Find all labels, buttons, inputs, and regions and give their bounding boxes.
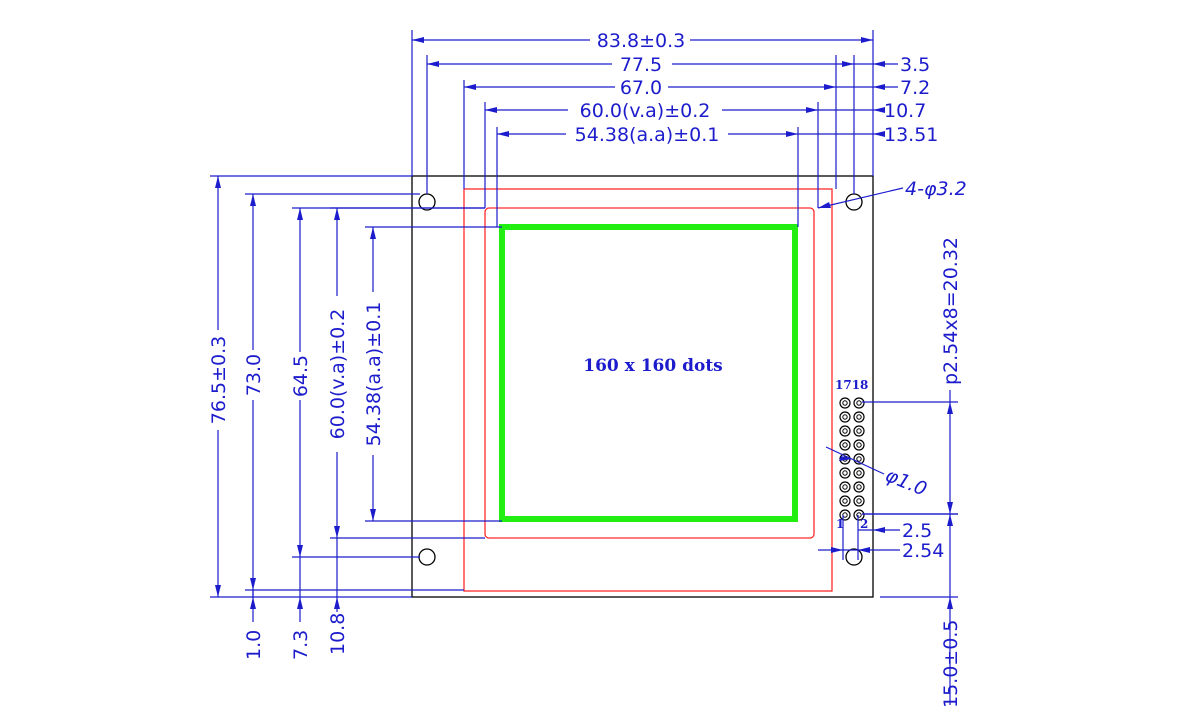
svg-text:2.5: 2.5 — [902, 520, 932, 542]
dim-view-area-width: 60.0(v.a)±0.2 — [485, 100, 818, 122]
dim-offset-aa: 13.51 — [798, 124, 938, 146]
pin-hole — [856, 498, 862, 504]
pin-hole — [856, 442, 862, 448]
svg-text:54.38(a.a)±0.1: 54.38(a.a)±0.1 — [363, 302, 385, 447]
pin-pad — [853, 453, 865, 465]
pin-pad — [839, 467, 851, 479]
pin-hole — [842, 414, 848, 420]
pin-hole — [842, 442, 848, 448]
dim-offset-bottom-hole: 1.0 — [243, 590, 265, 660]
module-outline — [411, 175, 874, 598]
dim-offset-bottom-va: 10.8 — [327, 538, 349, 655]
dim-view-area-height: 60.0(v.a)±0.2 — [327, 208, 349, 538]
pin-hole — [842, 428, 848, 434]
pin-pad — [853, 509, 865, 521]
svg-text:83.8±0.3: 83.8±0.3 — [597, 30, 685, 52]
dim-bezel-width: 67.0 — [464, 77, 836, 99]
pin-hole — [856, 470, 862, 476]
pin-pad — [839, 495, 851, 507]
dim-offset-bezel: 7.2 — [836, 77, 930, 99]
pin-pad — [853, 467, 865, 479]
svg-text:7.3: 7.3 — [290, 630, 312, 660]
pin-pad — [853, 439, 865, 451]
center-label: 160 x 160 dots — [583, 356, 723, 376]
pin-pad — [839, 411, 851, 423]
svg-text:1.0: 1.0 — [243, 630, 265, 660]
dim-pin-spacing: 2.5 — [858, 520, 932, 542]
bezel-frame — [463, 188, 833, 592]
pin-hole — [856, 414, 862, 420]
svg-text:13.51: 13.51 — [884, 124, 938, 146]
pin-hole — [842, 400, 848, 406]
pin-pad — [853, 481, 865, 493]
left-extension-lines — [210, 175, 502, 598]
svg-text:2.54: 2.54 — [902, 540, 944, 562]
pin-hole — [856, 484, 862, 490]
pin-hole — [856, 512, 862, 518]
dim-overall-height: 76.5±0.3 — [208, 176, 230, 597]
svg-text:76.5±0.3: 76.5±0.3 — [208, 336, 230, 424]
mounting-hole-bl — [418, 548, 436, 566]
pin-pad — [853, 397, 865, 409]
view-area-frame — [484, 207, 815, 539]
pin-hole — [842, 498, 848, 504]
callout-mount-holes: 4-φ3.2 — [817, 178, 967, 209]
svg-text:64.5: 64.5 — [290, 355, 312, 397]
svg-text:73.0: 73.0 — [243, 354, 265, 396]
active-area — [499, 224, 798, 522]
svg-text:φ1.0: φ1.0 — [882, 464, 930, 500]
top-extension-lines — [411, 30, 874, 227]
svg-text:60.0(v.a)±0.2: 60.0(v.a)±0.2 — [327, 309, 349, 440]
svg-text:77.5: 77.5 — [620, 54, 662, 76]
pin-hole — [842, 484, 848, 490]
pin-pad — [853, 425, 865, 437]
pin-hole — [842, 470, 848, 476]
dim-hole-pitch-width: 77.5 — [427, 54, 854, 76]
mounting-hole-tr — [845, 193, 863, 211]
pin-pad — [839, 439, 851, 451]
pin-hole — [856, 456, 862, 462]
pin-label-17-18: 1718 — [835, 378, 868, 392]
svg-text:10.7: 10.7 — [884, 100, 926, 122]
pin-pad — [853, 495, 865, 507]
dim-pin-column-pitch: 2.54 — [818, 515, 944, 562]
pin-label-2: 2 — [860, 517, 868, 531]
svg-text:3.5: 3.5 — [900, 54, 930, 76]
dim-offset-hole: 3.5 — [854, 54, 930, 76]
svg-text:10.8: 10.8 — [327, 613, 349, 655]
svg-text:7.2: 7.2 — [900, 77, 930, 99]
dim-pin-offset: 15.0±0.5 — [862, 513, 962, 708]
pin-label-1: 1 — [836, 517, 844, 531]
svg-text:15.0±0.5: 15.0±0.5 — [940, 620, 962, 708]
pin-hole — [856, 428, 862, 434]
pin-header — [839, 397, 865, 521]
pin-pad — [839, 397, 851, 409]
dim-active-area-height: 54.38(a.a)±0.1 — [363, 227, 385, 521]
dim-active-area-width: 54.38(a.a)±0.1 — [497, 124, 798, 146]
svg-text:54.38(a.a)±0.1: 54.38(a.a)±0.1 — [575, 124, 720, 146]
dim-pin-pitch: p2.54x8=20.32 — [862, 237, 962, 515]
svg-text:p2.54x8=20.32: p2.54x8=20.32 — [940, 237, 962, 385]
pin-pad — [839, 425, 851, 437]
svg-text:4-φ3.2: 4-φ3.2 — [905, 178, 967, 200]
pin-pad — [853, 411, 865, 423]
svg-text:60.0(v.a)±0.2: 60.0(v.a)±0.2 — [580, 100, 711, 122]
pin-pad — [839, 509, 851, 521]
dim-overall-width: 83.8±0.3 — [412, 30, 873, 52]
dim-offset-bottom-bezel: 7.3 — [290, 557, 312, 660]
mounting-hole-br — [845, 548, 863, 566]
pin-hole — [856, 400, 862, 406]
pin-pad — [839, 481, 851, 493]
dim-bezel-height: 64.5 — [290, 208, 312, 557]
svg-text:67.0: 67.0 — [620, 77, 662, 99]
dim-offset-va: 10.7 — [818, 100, 926, 122]
dim-hole-pitch-height: 73.0 — [243, 194, 265, 597]
